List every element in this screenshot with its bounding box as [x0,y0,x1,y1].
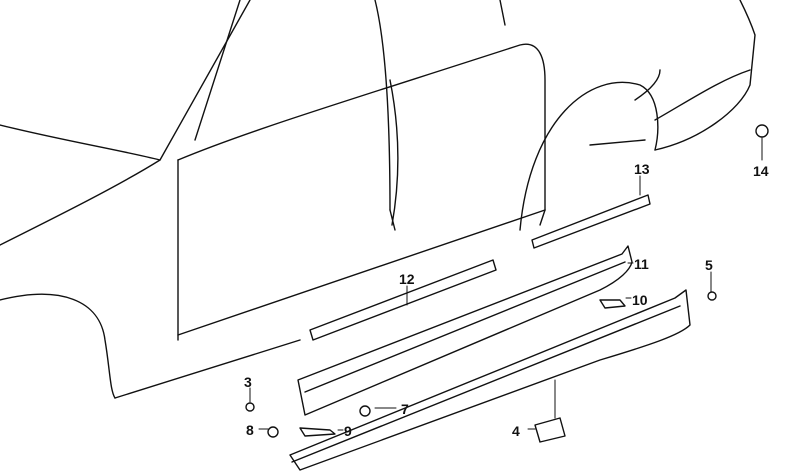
part-7-clip [359,405,371,417]
part-11-trim [297,245,633,416]
callout-12: 12 [399,271,415,287]
part-5-clip [707,291,717,301]
callout-7: 7 [401,401,409,417]
callout-13: 13 [634,161,650,177]
callout-14: 14 [753,163,769,179]
part-10-clip [599,299,626,309]
callout-10: 10 [632,292,648,308]
part-13-strip [531,194,651,249]
part-9-clip [299,427,336,437]
part-14-plug [755,124,769,138]
car-body-outline [0,0,756,399]
callout-5: 5 [705,257,713,273]
part-8-clip [267,426,279,438]
callout-9: 9 [344,423,352,439]
callout-8: 8 [246,422,254,438]
part-4-bracket [534,417,566,443]
part-12-strip [309,259,497,341]
part-3-clip [245,402,255,412]
callout-4: 4 [512,423,520,439]
sill-cover [289,289,691,471]
callout-3: 3 [244,374,252,390]
callout-11: 11 [634,256,649,272]
